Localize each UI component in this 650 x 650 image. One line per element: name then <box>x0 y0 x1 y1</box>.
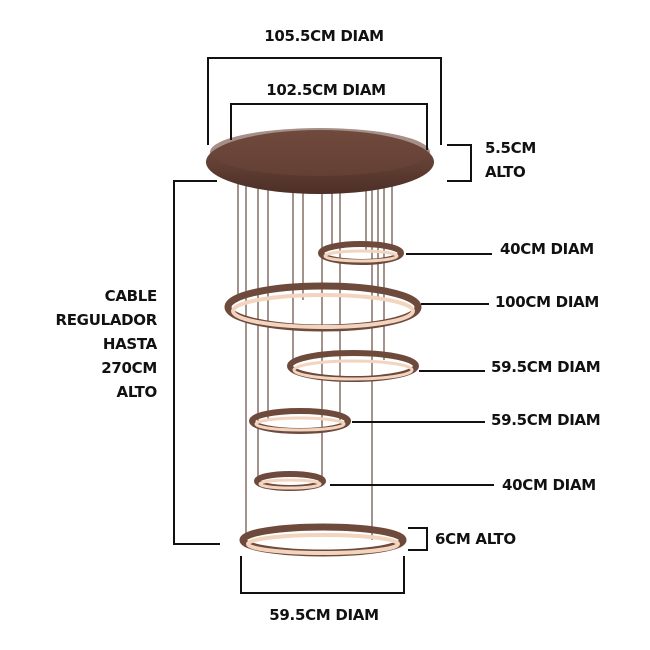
ring5-diameter-label: 40CM DIAM <box>502 476 596 494</box>
cable-note-line-1: CABLE <box>105 287 157 305</box>
cable-note-line-4: 270CM <box>101 359 157 377</box>
top-inner-diameter-label: 102.5CM DIAM <box>266 81 386 99</box>
ring-100cm <box>224 282 422 332</box>
ring3-diameter-label: 59.5CM DIAM <box>491 358 600 376</box>
cable-note-line-3: HASTA <box>103 335 158 353</box>
top-outer-diameter-label: 105.5CM DIAM <box>264 27 384 45</box>
ring-59-5cm-upper <box>287 350 419 382</box>
ceiling-canopy <box>206 128 434 194</box>
ring-59-5cm-lower <box>249 408 351 434</box>
ring4-diameter-label: 59.5CM DIAM <box>491 411 600 429</box>
cable-note-line-5: ALTO <box>117 383 157 401</box>
ring1-diameter-label: 40CM DIAM <box>500 240 594 258</box>
ring-40cm-bottom <box>254 471 326 491</box>
canopy-height-label: 5.5CM <box>485 139 536 157</box>
ring-bottom <box>239 523 407 557</box>
canopy-height-unit-label: ALTO <box>485 163 525 181</box>
ring-40cm-top <box>318 241 404 265</box>
cable-note: CABLE REGULADOR HASTA 270CM ALTO <box>55 287 158 401</box>
dimension-lines <box>173 57 494 594</box>
ring2-diameter-label: 100CM DIAM <box>495 293 599 311</box>
ring6-height-label: 6CM ALTO <box>435 530 516 548</box>
cable-note-line-2: REGULADOR <box>55 311 157 329</box>
bottom-diameter-label: 59.5CM DIAM <box>269 606 378 624</box>
